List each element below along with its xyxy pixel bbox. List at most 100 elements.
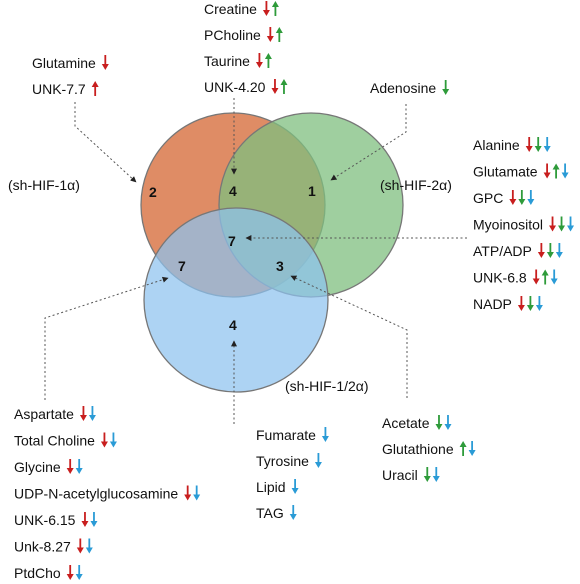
down-arrow-icon xyxy=(193,485,201,501)
pointer-line-1a-only xyxy=(74,102,137,183)
down-arrow-icon xyxy=(88,406,96,421)
metabolite-label: PtdCho xyxy=(14,565,61,581)
count-sh-hif-2a-only: 1 xyxy=(308,183,316,199)
down-arrow-icon xyxy=(435,415,443,430)
set-label-sh-hif-2a: (sh-HIF-2α) xyxy=(380,177,452,193)
metabolites-all-three: AlanineGlutamateGPCMyoinositolATP/ADPUNK… xyxy=(473,137,575,312)
down-arrow-icon xyxy=(442,80,450,95)
down-arrow-icon xyxy=(266,27,274,42)
down-arrow-icon xyxy=(561,163,569,179)
down-arrow-icon xyxy=(532,269,540,285)
metabolite-label: Alanine xyxy=(473,137,520,153)
down-arrow-icon xyxy=(468,441,476,456)
down-arrow-icon xyxy=(100,432,108,448)
down-arrow-icon xyxy=(85,538,93,554)
metabolite-label: TAG xyxy=(256,505,284,521)
count-sh-hif-12a-only: 4 xyxy=(229,317,237,333)
up-arrow-icon xyxy=(459,441,467,456)
down-arrow-icon xyxy=(90,512,98,527)
down-arrow-icon xyxy=(66,459,74,474)
down-arrow-icon xyxy=(432,467,440,482)
down-arrow-icon xyxy=(543,137,551,152)
metabolites-sh-hif-2a-only: Adenosine xyxy=(370,80,450,96)
metabolite-label: UNK-6.15 xyxy=(14,512,76,528)
down-arrow-icon xyxy=(534,137,542,152)
down-arrow-icon xyxy=(567,216,575,232)
metabolite-label: Glycine xyxy=(14,459,61,475)
set-label-sh-hif-1a: (sh-HIF-1α) xyxy=(8,177,80,193)
down-arrow-icon xyxy=(527,190,535,205)
metabolite-label: Lipid xyxy=(256,479,286,495)
count-2a-12a: 3 xyxy=(276,258,284,274)
down-arrow-icon xyxy=(314,453,322,468)
metabolite-label: Aspartate xyxy=(14,406,74,422)
up-arrow-icon xyxy=(275,27,283,42)
down-arrow-icon xyxy=(444,415,452,430)
metabolite-label: Glutamate xyxy=(473,164,538,180)
metabolite-label: Taurine xyxy=(204,53,250,69)
down-arrow-icon xyxy=(509,190,517,205)
metabolite-label: GPC xyxy=(473,190,503,206)
down-arrow-icon xyxy=(271,79,279,94)
down-arrow-icon xyxy=(535,296,543,311)
down-arrow-icon xyxy=(262,1,270,16)
set-label-sh-hif-12a: (sh-HIF-1/2α) xyxy=(285,378,369,394)
count-1a-12a: 7 xyxy=(178,258,186,274)
down-arrow-icon xyxy=(289,505,297,520)
down-arrow-icon xyxy=(109,432,117,448)
down-arrow-icon xyxy=(66,565,74,580)
down-arrow-icon xyxy=(543,163,551,179)
down-arrow-icon xyxy=(517,296,525,311)
metabolite-label: Unk-8.27 xyxy=(14,539,71,555)
down-arrow-icon xyxy=(75,459,83,474)
metabolite-label: Glutathione xyxy=(382,441,454,457)
metabolite-label: UDP-N-acetylglucosamine xyxy=(14,486,178,502)
down-arrow-icon xyxy=(526,296,534,311)
down-arrow-icon xyxy=(81,512,89,527)
count-all-three: 7 xyxy=(228,233,236,249)
metabolite-label: Tyrosine xyxy=(256,453,309,469)
down-arrow-icon xyxy=(423,467,431,482)
down-arrow-icon xyxy=(546,243,554,258)
down-arrow-icon xyxy=(76,538,84,554)
metabolite-label: UNK-4.20 xyxy=(204,79,266,95)
count-sh-hif-1a-only: 2 xyxy=(149,184,157,200)
pointer-line-2a-only xyxy=(330,104,407,181)
count-1a-2a: 4 xyxy=(229,183,237,199)
down-arrow-icon xyxy=(558,216,566,232)
down-arrow-icon xyxy=(255,53,263,68)
up-arrow-icon xyxy=(91,81,99,96)
up-arrow-icon xyxy=(264,53,272,68)
down-arrow-icon xyxy=(291,479,299,494)
up-arrow-icon xyxy=(271,1,279,16)
metabolite-label: PCholine xyxy=(204,27,261,43)
up-arrow-icon xyxy=(280,79,288,94)
down-arrow-icon xyxy=(518,190,526,205)
metabolite-label: Uracil xyxy=(382,467,418,483)
down-arrow-icon xyxy=(184,485,192,501)
metabolite-label: UNK-7.7 xyxy=(32,81,86,97)
pointer-line-2a-12a xyxy=(290,275,408,398)
down-arrow-icon xyxy=(75,565,83,580)
metabolite-label: Creatine xyxy=(204,1,257,17)
up-arrow-icon xyxy=(552,163,560,179)
metabolite-label: Total Choline xyxy=(14,433,95,449)
metabolite-label: Myoinositol xyxy=(473,217,543,233)
down-arrow-icon xyxy=(79,406,87,421)
down-arrow-icon xyxy=(321,427,329,442)
metabolite-label: NADP xyxy=(473,296,512,312)
circle-sh-hif-12a xyxy=(143,207,329,393)
down-arrow-icon xyxy=(537,243,545,258)
down-arrow-icon xyxy=(525,137,533,152)
down-arrow-icon xyxy=(555,243,563,258)
metabolite-label: Fumarate xyxy=(256,427,316,443)
pointer-line-1a-12a xyxy=(44,276,169,400)
down-arrow-icon xyxy=(550,269,558,285)
metabolite-label: Acetate xyxy=(382,415,430,431)
